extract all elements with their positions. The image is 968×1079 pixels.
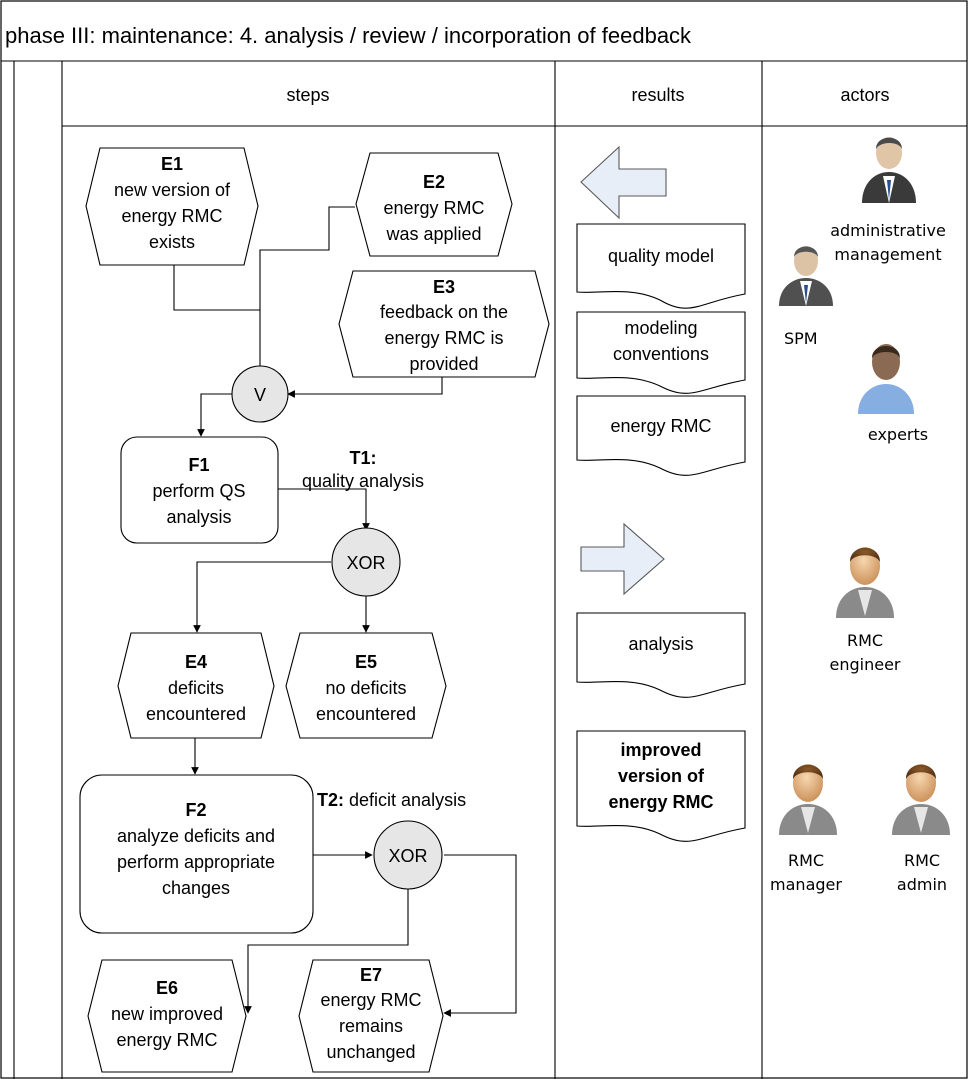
svg-text:was applied: was applied — [385, 224, 481, 244]
event-e1: E1 new version of energy RMC exists — [85, 147, 259, 266]
svg-text:deficits: deficits — [168, 678, 224, 698]
svg-text:unchanged: unchanged — [326, 1042, 415, 1062]
svg-text:energy RMC: energy RMC — [320, 990, 421, 1010]
svg-text:quality model: quality model — [608, 246, 714, 266]
svg-text:changes: changes — [162, 878, 230, 898]
function-f2: F2 analyze deficits and perform appropri… — [79, 774, 314, 934]
svg-text:energy RMC: energy RMC — [608, 792, 713, 812]
flow-lines — [173, 206, 517, 1017]
header-steps: steps — [286, 85, 329, 105]
result-quality-model: quality model — [576, 223, 746, 309]
svg-text:no deficits: no deficits — [325, 678, 406, 698]
person-icon-admin — [862, 137, 916, 203]
svg-text:energy RMC: energy RMC — [121, 206, 222, 226]
result-modeling-conventions: modeling conventions — [576, 311, 746, 394]
svg-text:E5: E5 — [355, 652, 377, 672]
svg-text:remains: remains — [339, 1016, 403, 1036]
svg-text:XOR: XOR — [346, 553, 385, 573]
svg-text:analysis: analysis — [628, 634, 693, 654]
svg-text:provided: provided — [409, 354, 478, 374]
svg-text:feedback on the: feedback on the — [380, 302, 508, 322]
result-improved-version: improved version of energy RMC — [576, 730, 746, 842]
xor-connector-2: XOR — [373, 820, 443, 890]
svg-text:analysis: analysis — [166, 507, 231, 527]
svg-text:energy RMC is: energy RMC is — [384, 328, 503, 348]
svg-text:energy RMC: energy RMC — [383, 198, 484, 218]
event-e5: E5 no deficits encountered — [285, 632, 447, 739]
svg-text:modeling: modeling — [624, 318, 697, 338]
header-actors: actors — [840, 85, 889, 105]
actor-rmc-admin-line2: admin — [897, 875, 947, 894]
actor-rmc-manager-line2: manager — [770, 875, 842, 894]
svg-text:F1: F1 — [188, 455, 209, 475]
page-title: phase III: maintenance: 4. analysis / re… — [5, 23, 692, 48]
svg-text:V: V — [254, 385, 266, 405]
person-icon-rmc-admin — [892, 764, 950, 835]
svg-text:XOR: XOR — [388, 846, 427, 866]
svg-text:improved: improved — [620, 740, 701, 760]
svg-text:E7: E7 — [360, 965, 382, 985]
svg-text:energy RMC: energy RMC — [610, 416, 711, 436]
svg-text:analyze deficits and: analyze deficits and — [117, 826, 275, 846]
svg-text:E4: E4 — [185, 652, 207, 672]
event-e3: E3 feedback on the energy RMC is provide… — [338, 270, 550, 378]
person-icon-rmc-manager — [779, 764, 837, 835]
actor-admin-line1: administrative — [830, 221, 946, 240]
actor-rmc-admin-line1: RMC — [904, 851, 940, 870]
svg-text:T2: deficit analysis: T2: deficit analysis — [317, 790, 466, 810]
actor-rmc-engineer-line2: engineer — [830, 655, 901, 674]
svg-text:E3: E3 — [433, 277, 455, 297]
svg-text:new version of: new version of — [114, 180, 231, 200]
event-e4: E4 deficits encountered — [117, 632, 275, 739]
actor-rmc-engineer-line1: RMC — [847, 631, 883, 650]
person-icon-rmc-engineer — [836, 547, 894, 618]
person-icon-spm — [779, 246, 833, 306]
event-e7: E7 energy RMC remains unchanged — [298, 959, 444, 1073]
svg-text:perform appropriate: perform appropriate — [117, 852, 275, 872]
svg-text:quality analysis: quality analysis — [302, 471, 424, 491]
result-energy-rmc: energy RMC — [576, 395, 746, 476]
svg-text:conventions: conventions — [613, 344, 709, 364]
svg-text:encountered: encountered — [146, 704, 246, 724]
person-icon-experts — [858, 344, 914, 414]
actor-experts: experts — [868, 425, 928, 444]
svg-text:E6: E6 — [156, 978, 178, 998]
event-e6: E6 new improved energy RMC — [87, 959, 247, 1073]
actor-spm: SPM — [784, 329, 818, 348]
and-connector: V — [231, 365, 289, 423]
svg-text:energy RMC: energy RMC — [116, 1030, 217, 1050]
input-arrow-icon — [580, 145, 667, 220]
result-analysis: analysis — [576, 612, 746, 698]
function-f1: F1 perform QS analysis — [120, 436, 279, 544]
output-arrow-icon — [580, 522, 665, 596]
svg-text:encountered: encountered — [316, 704, 416, 724]
svg-text:exists: exists — [149, 232, 195, 252]
svg-text:version of: version of — [618, 766, 705, 786]
xor-connector-1: XOR — [331, 527, 401, 597]
header-results: results — [631, 85, 684, 105]
task-t2: T2: deficit analysis — [317, 790, 466, 810]
actor-rmc-manager-line1: RMC — [788, 851, 824, 870]
event-e2: E2 energy RMC was applied — [355, 152, 513, 257]
task-t1: T1: quality analysis — [302, 448, 424, 491]
svg-text:new improved: new improved — [111, 1004, 223, 1024]
svg-text:T1:: T1: — [350, 448, 377, 468]
svg-text:E2: E2 — [423, 172, 445, 192]
svg-text:perform QS: perform QS — [152, 481, 245, 501]
svg-text:E1: E1 — [161, 154, 183, 174]
svg-text:F2: F2 — [185, 800, 206, 820]
actor-admin-line2: management — [834, 245, 941, 264]
